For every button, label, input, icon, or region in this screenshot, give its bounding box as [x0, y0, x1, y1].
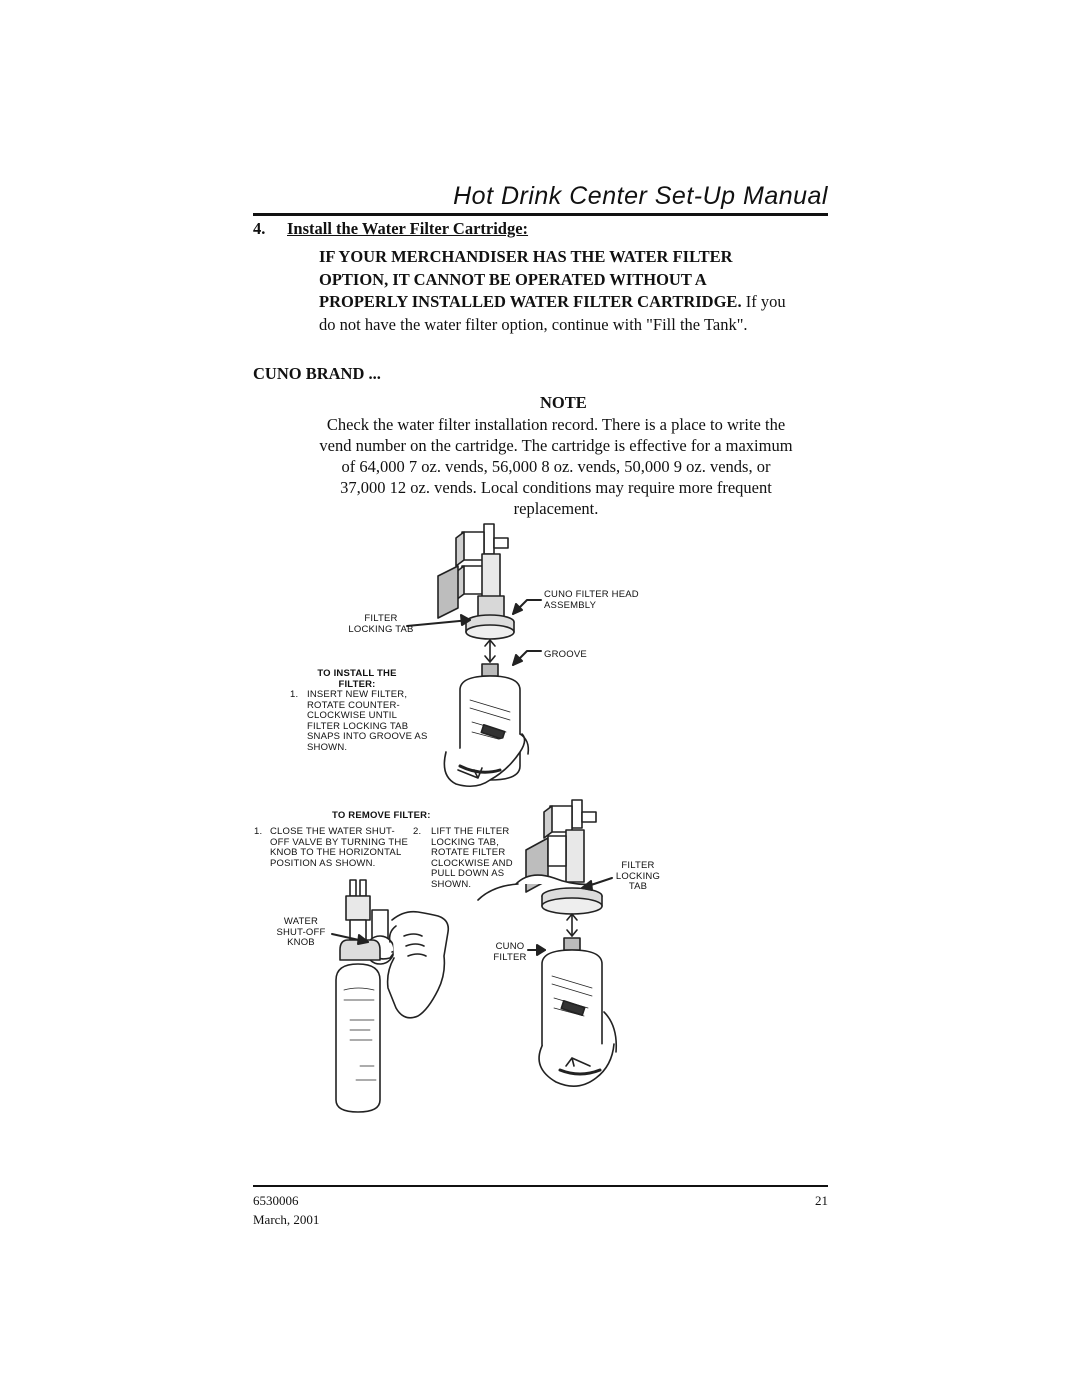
step-number: 4.: [253, 219, 266, 238]
page-header-title: Hot Drink Center Set-Up Manual: [453, 182, 828, 210]
step-title: Install the Water Filter Cartridge:: [287, 219, 529, 238]
hand-on-knob: [386, 910, 450, 1019]
remove-step1-text: CLOSE THE WATER SHUT-OFF VALVE BY TURNIN…: [270, 826, 409, 869]
label-cuno-filter-head: CUNO FILTER HEAD ASSEMBLY: [544, 589, 639, 611]
remove-title: TO REMOVE FILTER:: [332, 810, 431, 821]
footer-date: March, 2001: [253, 1212, 320, 1227]
cuno-filter-cartridge-top: [443, 663, 530, 788]
warning-paragraph: IF YOUR MERCHANDISER HAS THE WATER FILTE…: [319, 246, 789, 336]
remove-step2-number: 2.: [413, 826, 422, 837]
filter-head-assembly-bottom: [477, 799, 603, 937]
label-filter-locking-tab-2: FILTER LOCKING TAB: [615, 860, 661, 892]
step-heading: 4. Install the Water Filter Cartridge:: [253, 219, 528, 239]
cuno-filter-cartridge-bottom: [538, 937, 618, 1087]
note-title: NOTE: [540, 393, 587, 412]
label-water-shutoff-knob: WATER SHUT-OFF KNOB: [276, 916, 326, 948]
water-shutoff-assembly: [335, 879, 399, 1113]
footer-rule: [253, 1185, 828, 1187]
remove-step2-text: LIFT THE FILTER LOCKING TAB, ROTATE FILT…: [431, 826, 513, 890]
install-step-number: 1.: [290, 689, 299, 700]
filter-head-assembly-top: [437, 523, 515, 663]
footer-document-number: 6530006: [253, 1193, 299, 1208]
section-title: CUNO BRAND ...: [253, 364, 381, 383]
remove-step1-number: 1.: [254, 826, 263, 837]
label-filter-locking-tab: FILTER LOCKING TAB: [348, 613, 414, 635]
header-rule: [253, 213, 828, 216]
warning-text: If you do not have the water filter opti…: [319, 292, 786, 334]
callout-leaders: [331, 599, 613, 956]
label-cuno-filter: CUNO FILTER: [493, 941, 527, 963]
install-step-text: INSERT NEW FILTER, ROTATE COUNTER-CLOCKW…: [307, 689, 428, 753]
label-groove: GROOVE: [544, 649, 587, 660]
note-body: Check the water filter installation reco…: [319, 415, 793, 518]
footer-page-number: 21: [815, 1193, 828, 1208]
install-title: TO INSTALL THE FILTER:: [317, 668, 397, 690]
warning-bold-text: IF YOUR MERCHANDISER HAS THE WATER FILTE…: [319, 247, 742, 311]
